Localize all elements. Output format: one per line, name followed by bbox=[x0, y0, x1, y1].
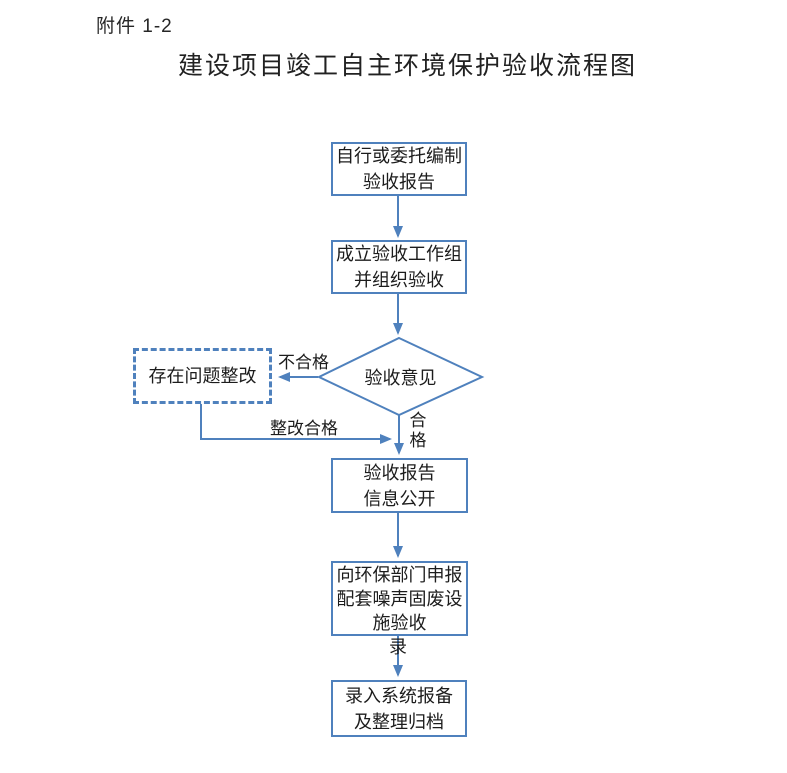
node-declare-line2: 配套噪声固废设 bbox=[336, 588, 463, 609]
edge-label-qualified-char1: 合 bbox=[409, 411, 427, 430]
node-working-group: 成立验收工作组 并组织验收 bbox=[331, 240, 467, 294]
edge-label-unqualified: 不合格 bbox=[278, 353, 329, 372]
node-rectify-label: 存在问题整改 bbox=[148, 366, 257, 386]
node-publish: 验收报告 信息公开 bbox=[331, 458, 468, 513]
node-decision-label: 验收意见 bbox=[364, 367, 437, 388]
arrow-rectify-to-main bbox=[200, 404, 392, 444]
node-archive-line1: 录入系统报备 bbox=[345, 685, 453, 706]
node-publish-line1: 验收报告 bbox=[363, 462, 436, 483]
node-archive: 录入系统报备 及整理归档 bbox=[331, 680, 467, 737]
node-declare-line1: 向环保部门申报 bbox=[336, 564, 463, 585]
node-publish-line2: 信息公开 bbox=[363, 488, 436, 509]
attachment-number-label: 附件 1-2 bbox=[96, 16, 173, 37]
edge-label-rectification-passed: 整改合格 bbox=[270, 419, 338, 438]
edge-label-qualified: 合 格 bbox=[407, 411, 429, 451]
node-declare-line3: 施验收 bbox=[372, 612, 427, 633]
node-prepare-report-line2: 验收报告 bbox=[363, 172, 435, 192]
overflow-character: 录 bbox=[389, 637, 407, 657]
node-rectify: 存在问题整改 bbox=[133, 348, 272, 404]
node-declare: 向环保部门申报 配套噪声固废设 施验收 bbox=[331, 561, 468, 636]
node-archive-line2: 及整理归档 bbox=[354, 711, 444, 732]
node-working-group-line1: 成立验收工作组 bbox=[336, 244, 462, 264]
node-prepare-report: 自行或委托编制 验收报告 bbox=[331, 142, 467, 196]
node-prepare-report-line1: 自行或委托编制 bbox=[336, 146, 462, 166]
node-working-group-line2: 并组织验收 bbox=[354, 270, 444, 290]
page-title: 建设项目竣工自主环境保护验收流程图 bbox=[178, 53, 638, 80]
edge-label-qualified-char2: 格 bbox=[409, 431, 427, 450]
